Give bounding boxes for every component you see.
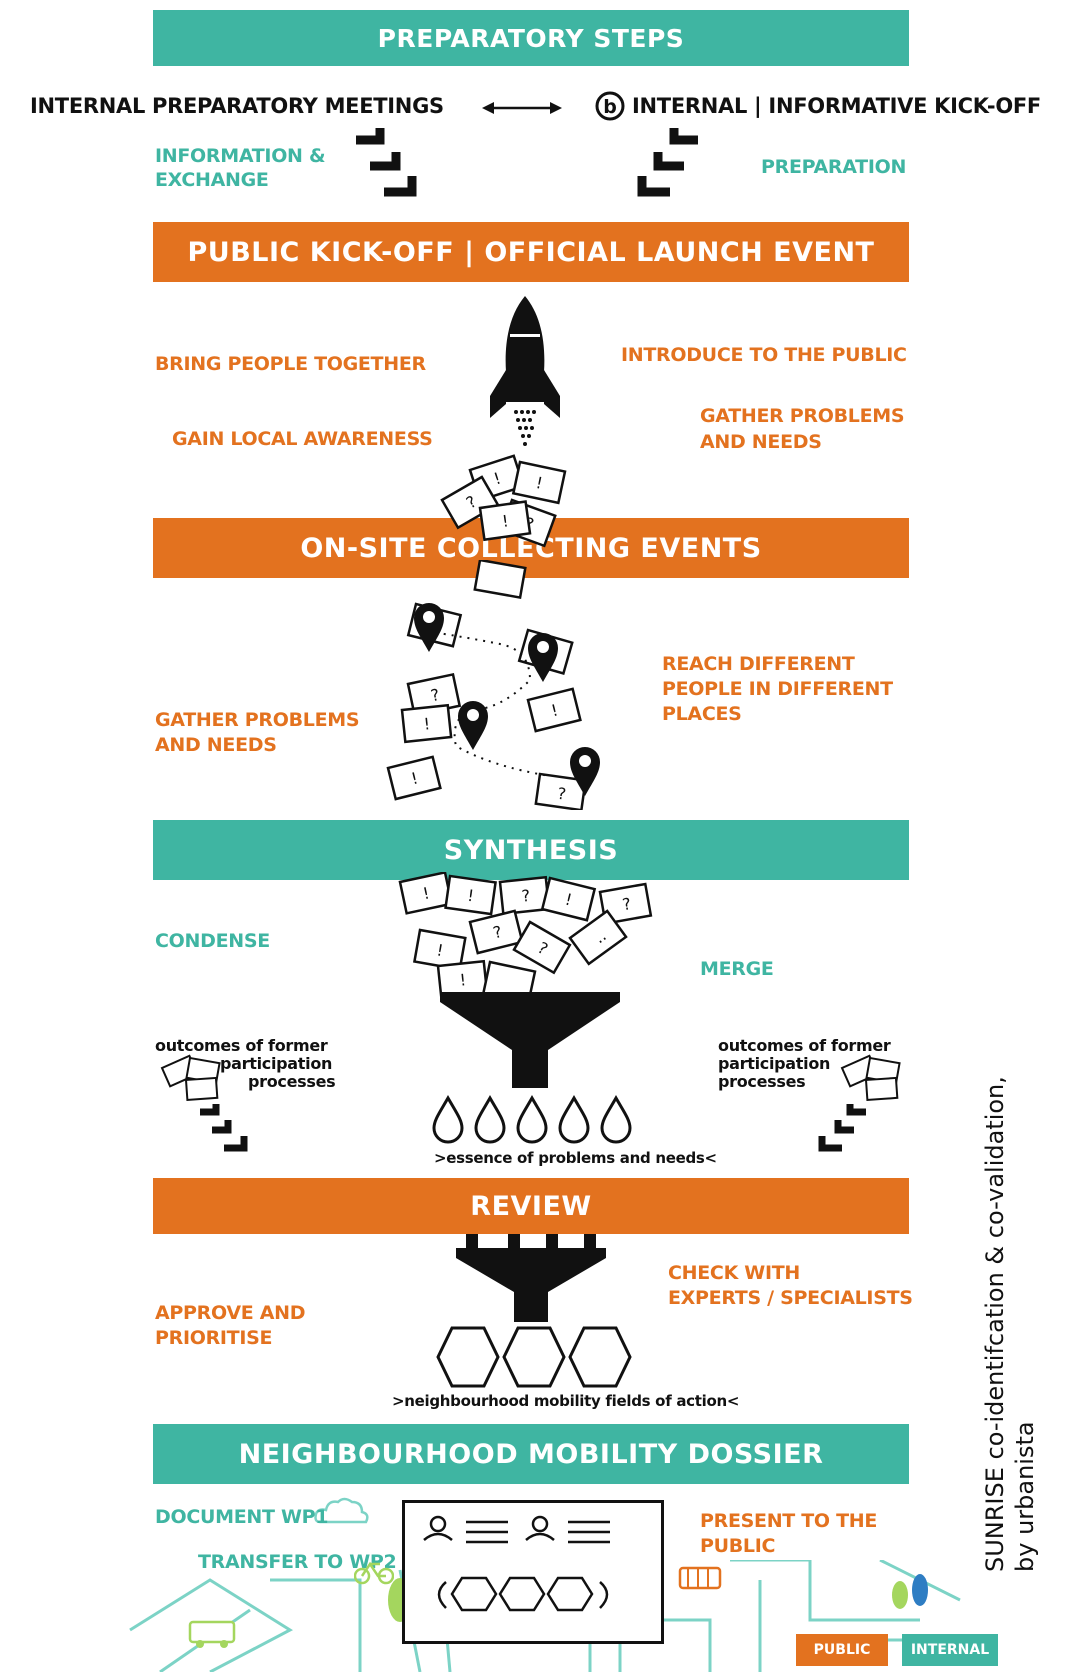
svg-text:!: ! [466,886,475,906]
svg-text:!: ! [549,700,560,720]
outcome-cards-icon [840,1054,901,1102]
onsite-gather-label-1: GATHER PROBLEMS [155,709,360,731]
outcomes-left-3: processes [248,1072,336,1091]
rocket-icon [490,296,560,446]
gain-awareness-label: GAIN LOCAL AWARENESS [172,428,433,450]
hexagon-icon [436,1326,500,1388]
essence-label: >essence of problems and needs< [434,1149,717,1167]
svg-text:?: ? [521,886,531,906]
drop-icon [432,1094,464,1144]
legend-internal: INTERNAL [902,1634,998,1666]
svg-text:!: ! [459,970,467,990]
review-funnel-icon [456,1234,606,1322]
fields-of-action-label: >neighbourhood mobility fields of action… [392,1392,740,1410]
outcomes-right-2: participation [718,1054,831,1073]
check-label-1: CHECK WITH [668,1262,800,1284]
cloud-icon [314,1497,369,1524]
preparation-label: PREPARATION [761,156,907,178]
double-arrow-icon [482,102,562,114]
reach-label-2: PEOPLE IN DIFFERENT [662,678,893,700]
kickoff-marker-icon: b [595,91,625,121]
banner-review: REVIEW [153,1178,909,1234]
gather-label-1: GATHER PROBLEMS [700,405,905,427]
location-pin-icon [528,633,558,682]
bicycle-icon [354,1561,394,1585]
legend-public-label: PUBLIC [813,1642,871,1658]
reach-label-1: REACH DIFFERENT [662,653,855,675]
banner-label: NEIGHBOURHOOD MOBILITY DOSSIER [238,1438,824,1470]
chevron-down-icon [356,128,417,197]
synthesis-cards-cluster: ! ! ? ! ? ! ? ? .. ! [398,872,653,1002]
caption: SUNRISE co-identifcation & co-validation… [980,992,1040,1572]
drop-icon [600,1094,632,1144]
document-label: DOCUMENT WP1 [155,1506,329,1528]
informative-kickoff-label: INTERNAL | INFORMATIVE KICK-OFF [632,94,1041,118]
banner-label: PREPARATORY STEPS [377,23,685,53]
hexagon-icon [568,1326,632,1388]
svg-text:!: ! [435,940,445,960]
outcomes-right-3: processes [718,1072,806,1091]
svg-text:?: ? [621,894,633,914]
present-label-1: PRESENT TO THE [700,1510,878,1532]
gather-label-2: AND NEEDS [700,431,822,453]
location-pin-icon [458,701,488,750]
banner-label: SYNTHESIS [443,834,619,866]
svg-text:!: ! [563,890,574,910]
svg-text:!: ! [501,511,510,531]
bus-icon [188,1620,236,1648]
drops-row [432,1094,632,1144]
svg-text:?: ? [556,784,567,804]
bring-people-label: BRING PEOPLE TOGETHER [155,353,426,375]
question-cards-cluster: ! ! ? ? ! [440,454,567,548]
svg-text:?: ? [429,685,441,705]
svg-text:!: ! [534,473,544,493]
drop-icon [474,1094,506,1144]
present-label-2: PUBLIC [700,1535,776,1557]
svg-text:!: ! [421,883,431,903]
banner-preparatory-steps: PREPARATORY STEPS [153,10,909,66]
dossier-content-icons [423,1515,610,1612]
location-pin-icon [414,603,444,652]
introduce-label: INTRODUCE TO THE PUBLIC [621,344,907,366]
info-exchange-label-2: EXCHANGE [155,169,269,191]
svg-text:!: ! [491,468,503,488]
approve-label-2: PRIORITISE [155,1327,273,1349]
tram-icon [678,1566,722,1590]
drop-icon [516,1094,548,1144]
location-pin-icon [570,747,600,796]
merge-label: MERGE [700,958,774,980]
hexagon-row [436,1326,632,1388]
outcomes-right-1: outcomes of former [718,1036,891,1055]
banner-synthesis: SYNTHESIS [153,820,909,880]
outcome-cards-icon [160,1054,221,1102]
outcomes-left-2: participation [220,1054,333,1073]
funnel-icon [440,992,620,1088]
onsite-gather-label-2: AND NEEDS [155,734,277,756]
chevron-down-icon [637,128,698,197]
kickoff-marker-letter: b [603,96,617,118]
check-label-2: EXPERTS / SPECIALISTS [668,1287,913,1309]
banner-dossier: NEIGHBOURHOOD MOBILITY DOSSIER [153,1424,909,1484]
banner-public-kickoff: PUBLIC KICK-OFF | OFFICIAL LAUNCH EVENT [153,222,909,282]
legend-internal-label: INTERNAL [910,1642,990,1658]
legend-public: PUBLIC [796,1634,888,1666]
chevron-down-icon [818,1104,866,1152]
chevron-down-icon [200,1104,248,1152]
banner-label: REVIEW [470,1190,592,1222]
transfer-label: TRANSFER TO WP2 [198,1551,397,1573]
info-exchange-label-1: INFORMATION & [155,145,326,167]
reach-label-3: PLACES [662,703,742,725]
caption-line-1: SUNRISE co-identifcation & co-validation… [981,1076,1009,1572]
approve-label-1: APPROVE AND [155,1302,306,1324]
outcomes-left-1: outcomes of former [155,1036,328,1055]
internal-meetings-label: INTERNAL PREPARATORY MEETINGS [30,94,444,118]
drop-icon [558,1094,590,1144]
condense-label: CONDENSE [155,930,270,952]
caption-line-2: by urbanista [1011,1421,1039,1572]
hexagon-icon [502,1326,566,1388]
svg-text:!: ! [423,714,431,734]
svg-text:!: ! [409,768,420,788]
banner-label: PUBLIC KICK-OFF | OFFICIAL LAUNCH EVENT [187,236,875,268]
